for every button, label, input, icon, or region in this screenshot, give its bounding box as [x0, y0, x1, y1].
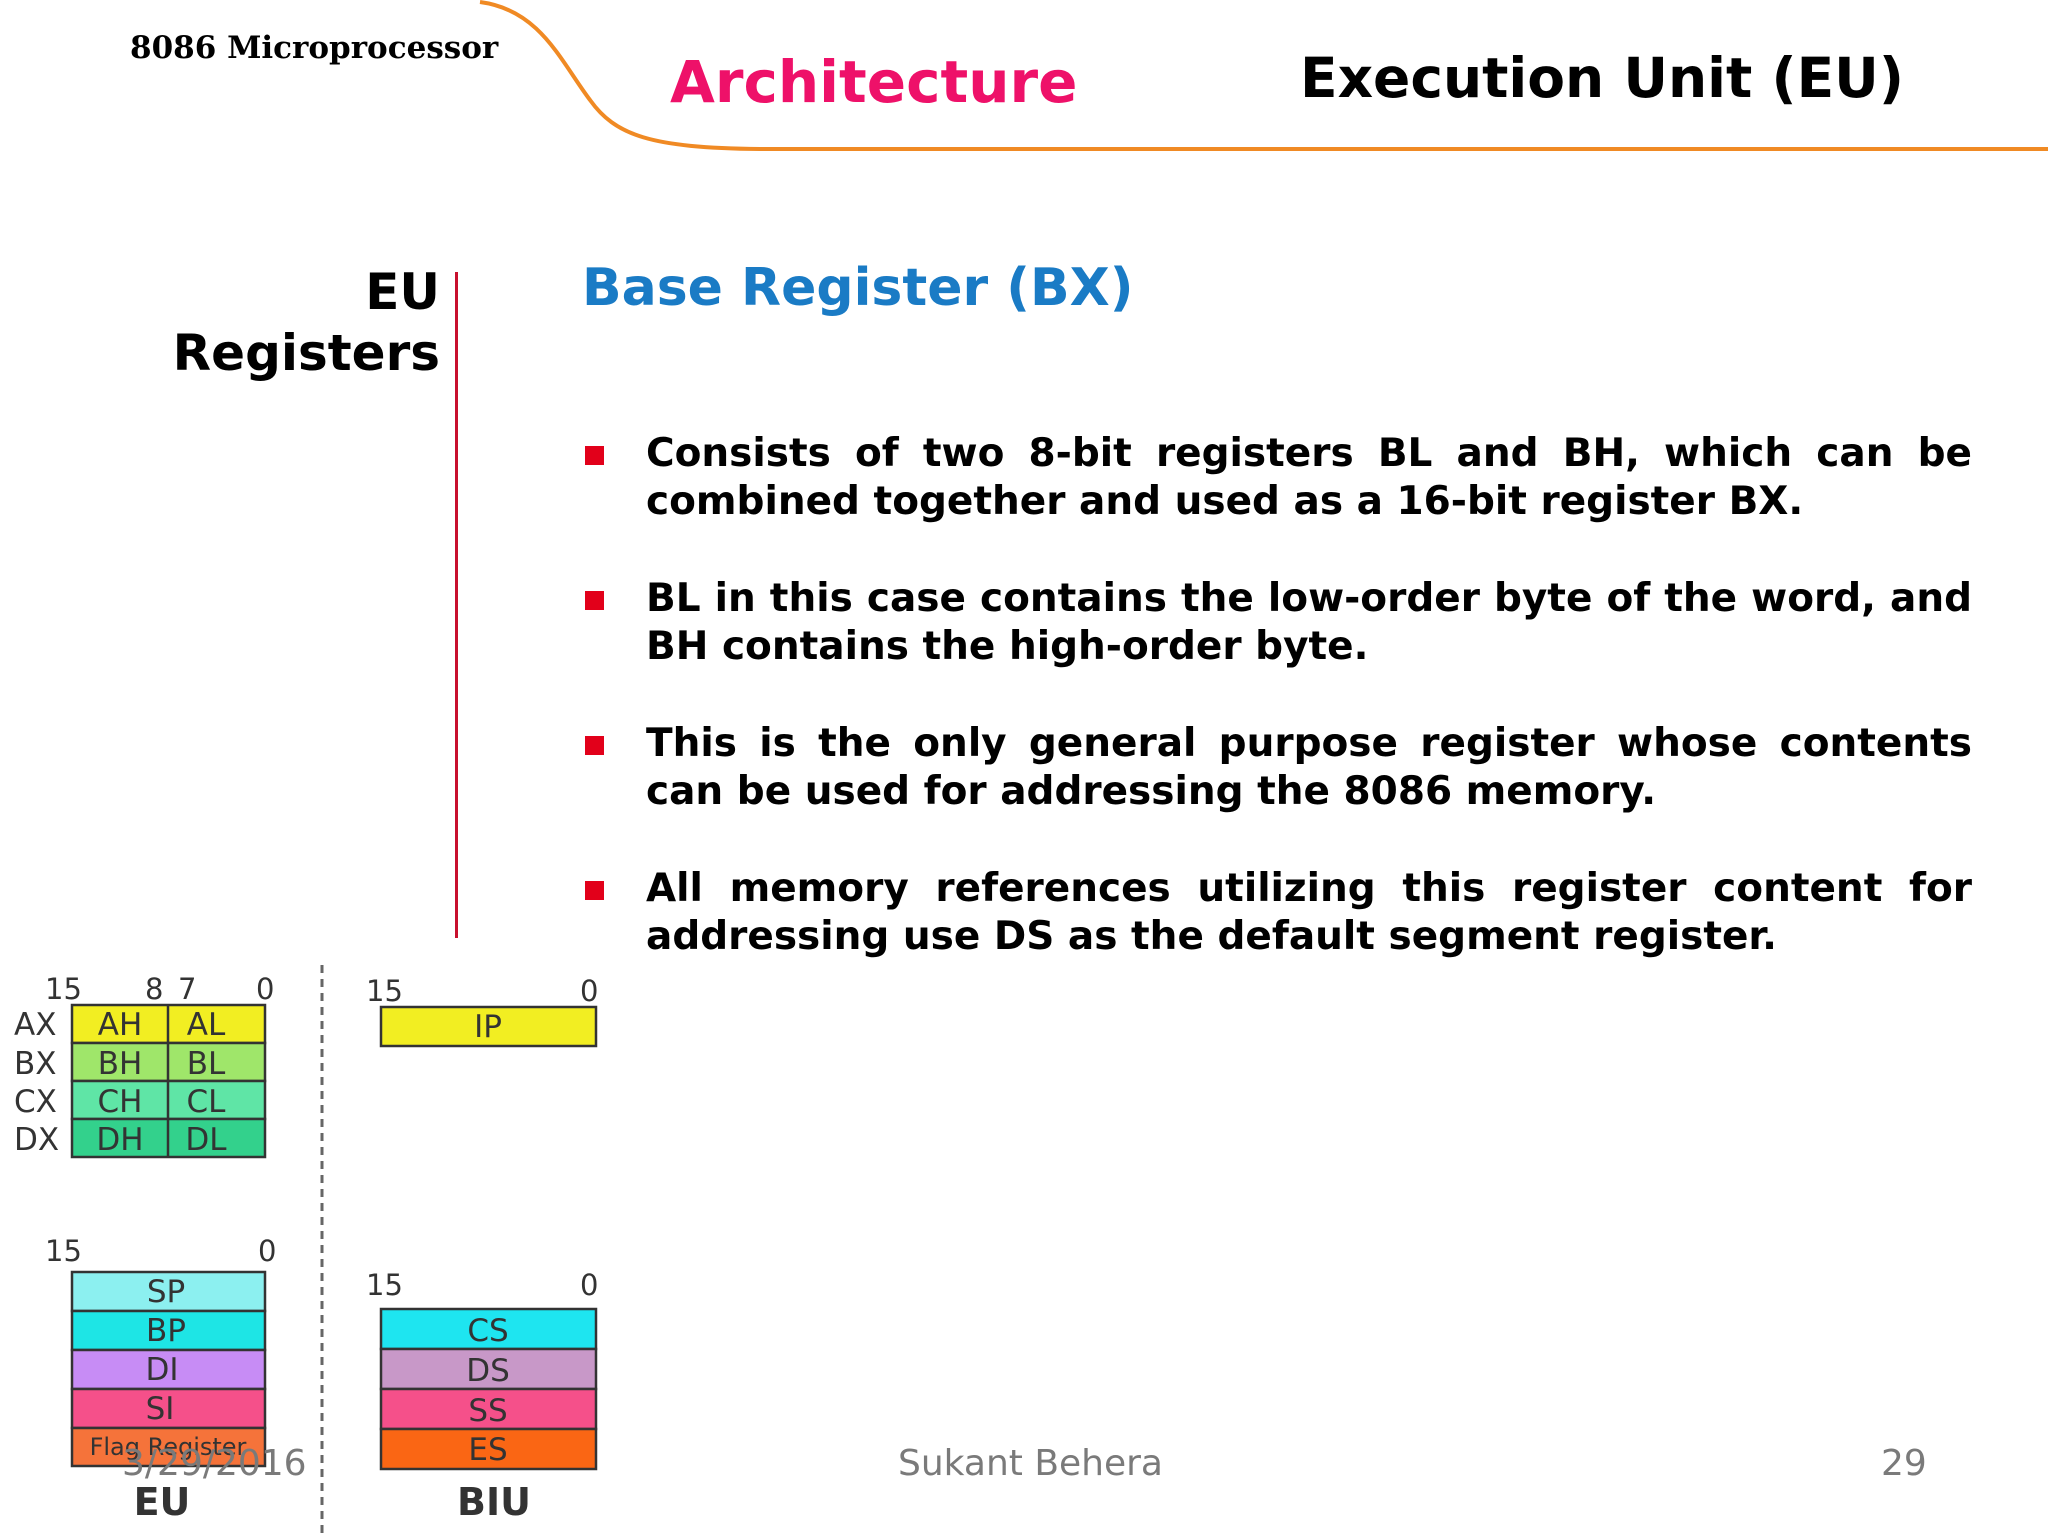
ss-register-box [379, 1387, 598, 1431]
register-diagram: 15 8 7 0 AX AH AL BX BH BL CX CH CL DX D… [14, 965, 598, 1536]
register-cell: AH [98, 1007, 143, 1043]
register-cell: DH [96, 1122, 143, 1158]
register-cell: Flag Register [90, 1433, 247, 1461]
square-bullet-icon [585, 736, 604, 755]
bit-label: 15 [366, 974, 403, 1008]
register-name: AX [14, 1007, 56, 1043]
bullet-item: This is the only general purpose registe… [582, 720, 1972, 816]
square-bullet-icon [585, 591, 604, 610]
register-name: BX [14, 1046, 57, 1082]
cs-register-box [379, 1307, 598, 1351]
bullet-text: BL in this case contains the low-order b… [646, 576, 1972, 669]
bit-label: 0 [580, 974, 598, 1008]
es-register-box [379, 1427, 598, 1471]
register-cell: IP [474, 1009, 502, 1045]
sp-register-box [70, 1270, 267, 1313]
di-register-box [70, 1348, 267, 1391]
register-cell: SI [146, 1391, 175, 1427]
bit-label: 7 [178, 972, 196, 1006]
register-cell: BP [146, 1313, 186, 1349]
register-cell: SP [147, 1274, 185, 1310]
register-cell: DL [185, 1122, 227, 1158]
register-cell: CS [467, 1313, 508, 1349]
square-bullet-icon [585, 446, 604, 465]
register-cell: BL [187, 1046, 226, 1082]
register-name: DX [14, 1122, 59, 1158]
register-cell: DS [466, 1353, 510, 1389]
bullet-item: All memory references utilizing this reg… [582, 865, 1972, 961]
register-cell: BH [98, 1046, 143, 1082]
footer-date: 3/29/2016 [122, 1443, 307, 1484]
bullet-text: This is the only general purpose registe… [646, 721, 1972, 814]
bullet-text: Consists of two 8-bit registers BL and B… [646, 431, 1972, 524]
biu-unit-label: BIU [457, 1480, 531, 1524]
register-cell: SS [468, 1393, 507, 1429]
sidebar-heading: EU Registers [120, 262, 440, 384]
register-name: CX [14, 1084, 57, 1120]
register-cell: CL [187, 1084, 227, 1120]
register-cell: CH [98, 1084, 143, 1120]
slide-heading: Base Register (BX) [582, 258, 1134, 318]
bullet-item: BL in this case contains the low-order b… [582, 575, 1972, 671]
bullet-list: Consists of two 8-bit registers BL and B… [582, 430, 1972, 1010]
register-cell: DI [145, 1352, 178, 1388]
header-accent-curve [479, 0, 2048, 151]
bullet-item: Consists of two 8-bit registers BL and B… [582, 430, 1972, 526]
bit-label: 15 [45, 1234, 82, 1268]
section-title: Architecture [670, 48, 1078, 116]
bit-label: 8 [145, 972, 163, 1006]
bullet-text: All memory references utilizing this reg… [646, 866, 1972, 959]
bit-label: 0 [258, 1234, 276, 1268]
page-number: 29 [1881, 1443, 1927, 1484]
vertical-divider [455, 272, 458, 938]
bp-register-box [70, 1309, 267, 1352]
ip-register-box [379, 1005, 598, 1048]
square-bullet-icon [585, 881, 604, 900]
bit-label: 0 [256, 972, 274, 1006]
footer-author: Sukant Behera [898, 1443, 1163, 1484]
register-cell: AL [187, 1007, 226, 1043]
unit-title: Execution Unit (EU) [1300, 46, 1904, 110]
flag-register-box [70, 1426, 267, 1468]
sidebar-heading-line1: EU [365, 263, 440, 321]
eu-unit-label: EU [134, 1480, 191, 1524]
register-cell: ES [468, 1432, 507, 1468]
sidebar-heading-line2: Registers [172, 324, 440, 382]
bit-label: 0 [580, 1268, 598, 1302]
course-title: 8086 Microprocessor [130, 30, 499, 66]
si-register-box [70, 1387, 267, 1430]
bit-label: 15 [45, 972, 82, 1006]
bit-label: 15 [366, 1268, 403, 1302]
